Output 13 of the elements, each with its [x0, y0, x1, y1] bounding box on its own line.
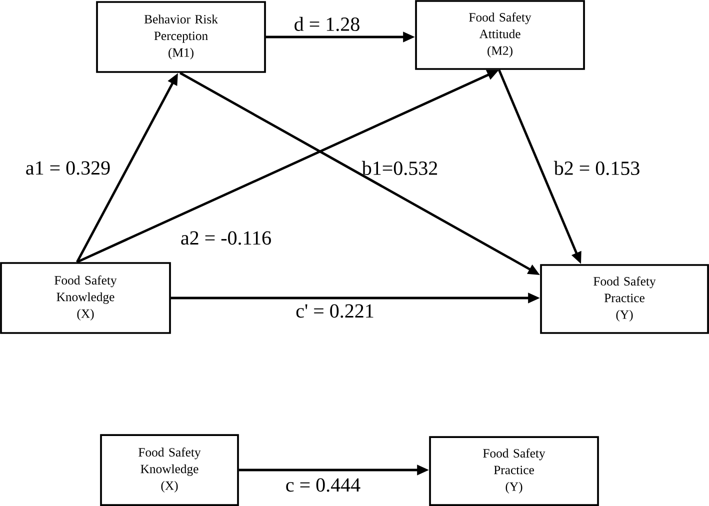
edge-label: c' = 0.221	[296, 304, 374, 318]
edge-label: b1=0.532	[362, 160, 438, 176]
edge-label: a2 = -0.116	[181, 231, 271, 245]
edge-label: a1 = 0.329	[26, 161, 110, 175]
edge-label: c = 0.444	[286, 478, 360, 492]
edge-label: b2 = 0.153	[554, 160, 640, 176]
variable-box: Food Safety Knowledge (X)	[100, 434, 239, 506]
variable-box: Behavior Risk Perception (M1)	[96, 1, 266, 73]
variable-box: Food Safety Knowledge (X)	[0, 262, 171, 334]
variable-box: Food Safety Practice (Y)	[540, 264, 709, 334]
edge-label: d = 1.28	[294, 16, 360, 32]
variable-box: Food Safety Attitude (M2)	[415, 0, 585, 70]
variable-box: Food Safety Practice (Y)	[429, 436, 599, 506]
